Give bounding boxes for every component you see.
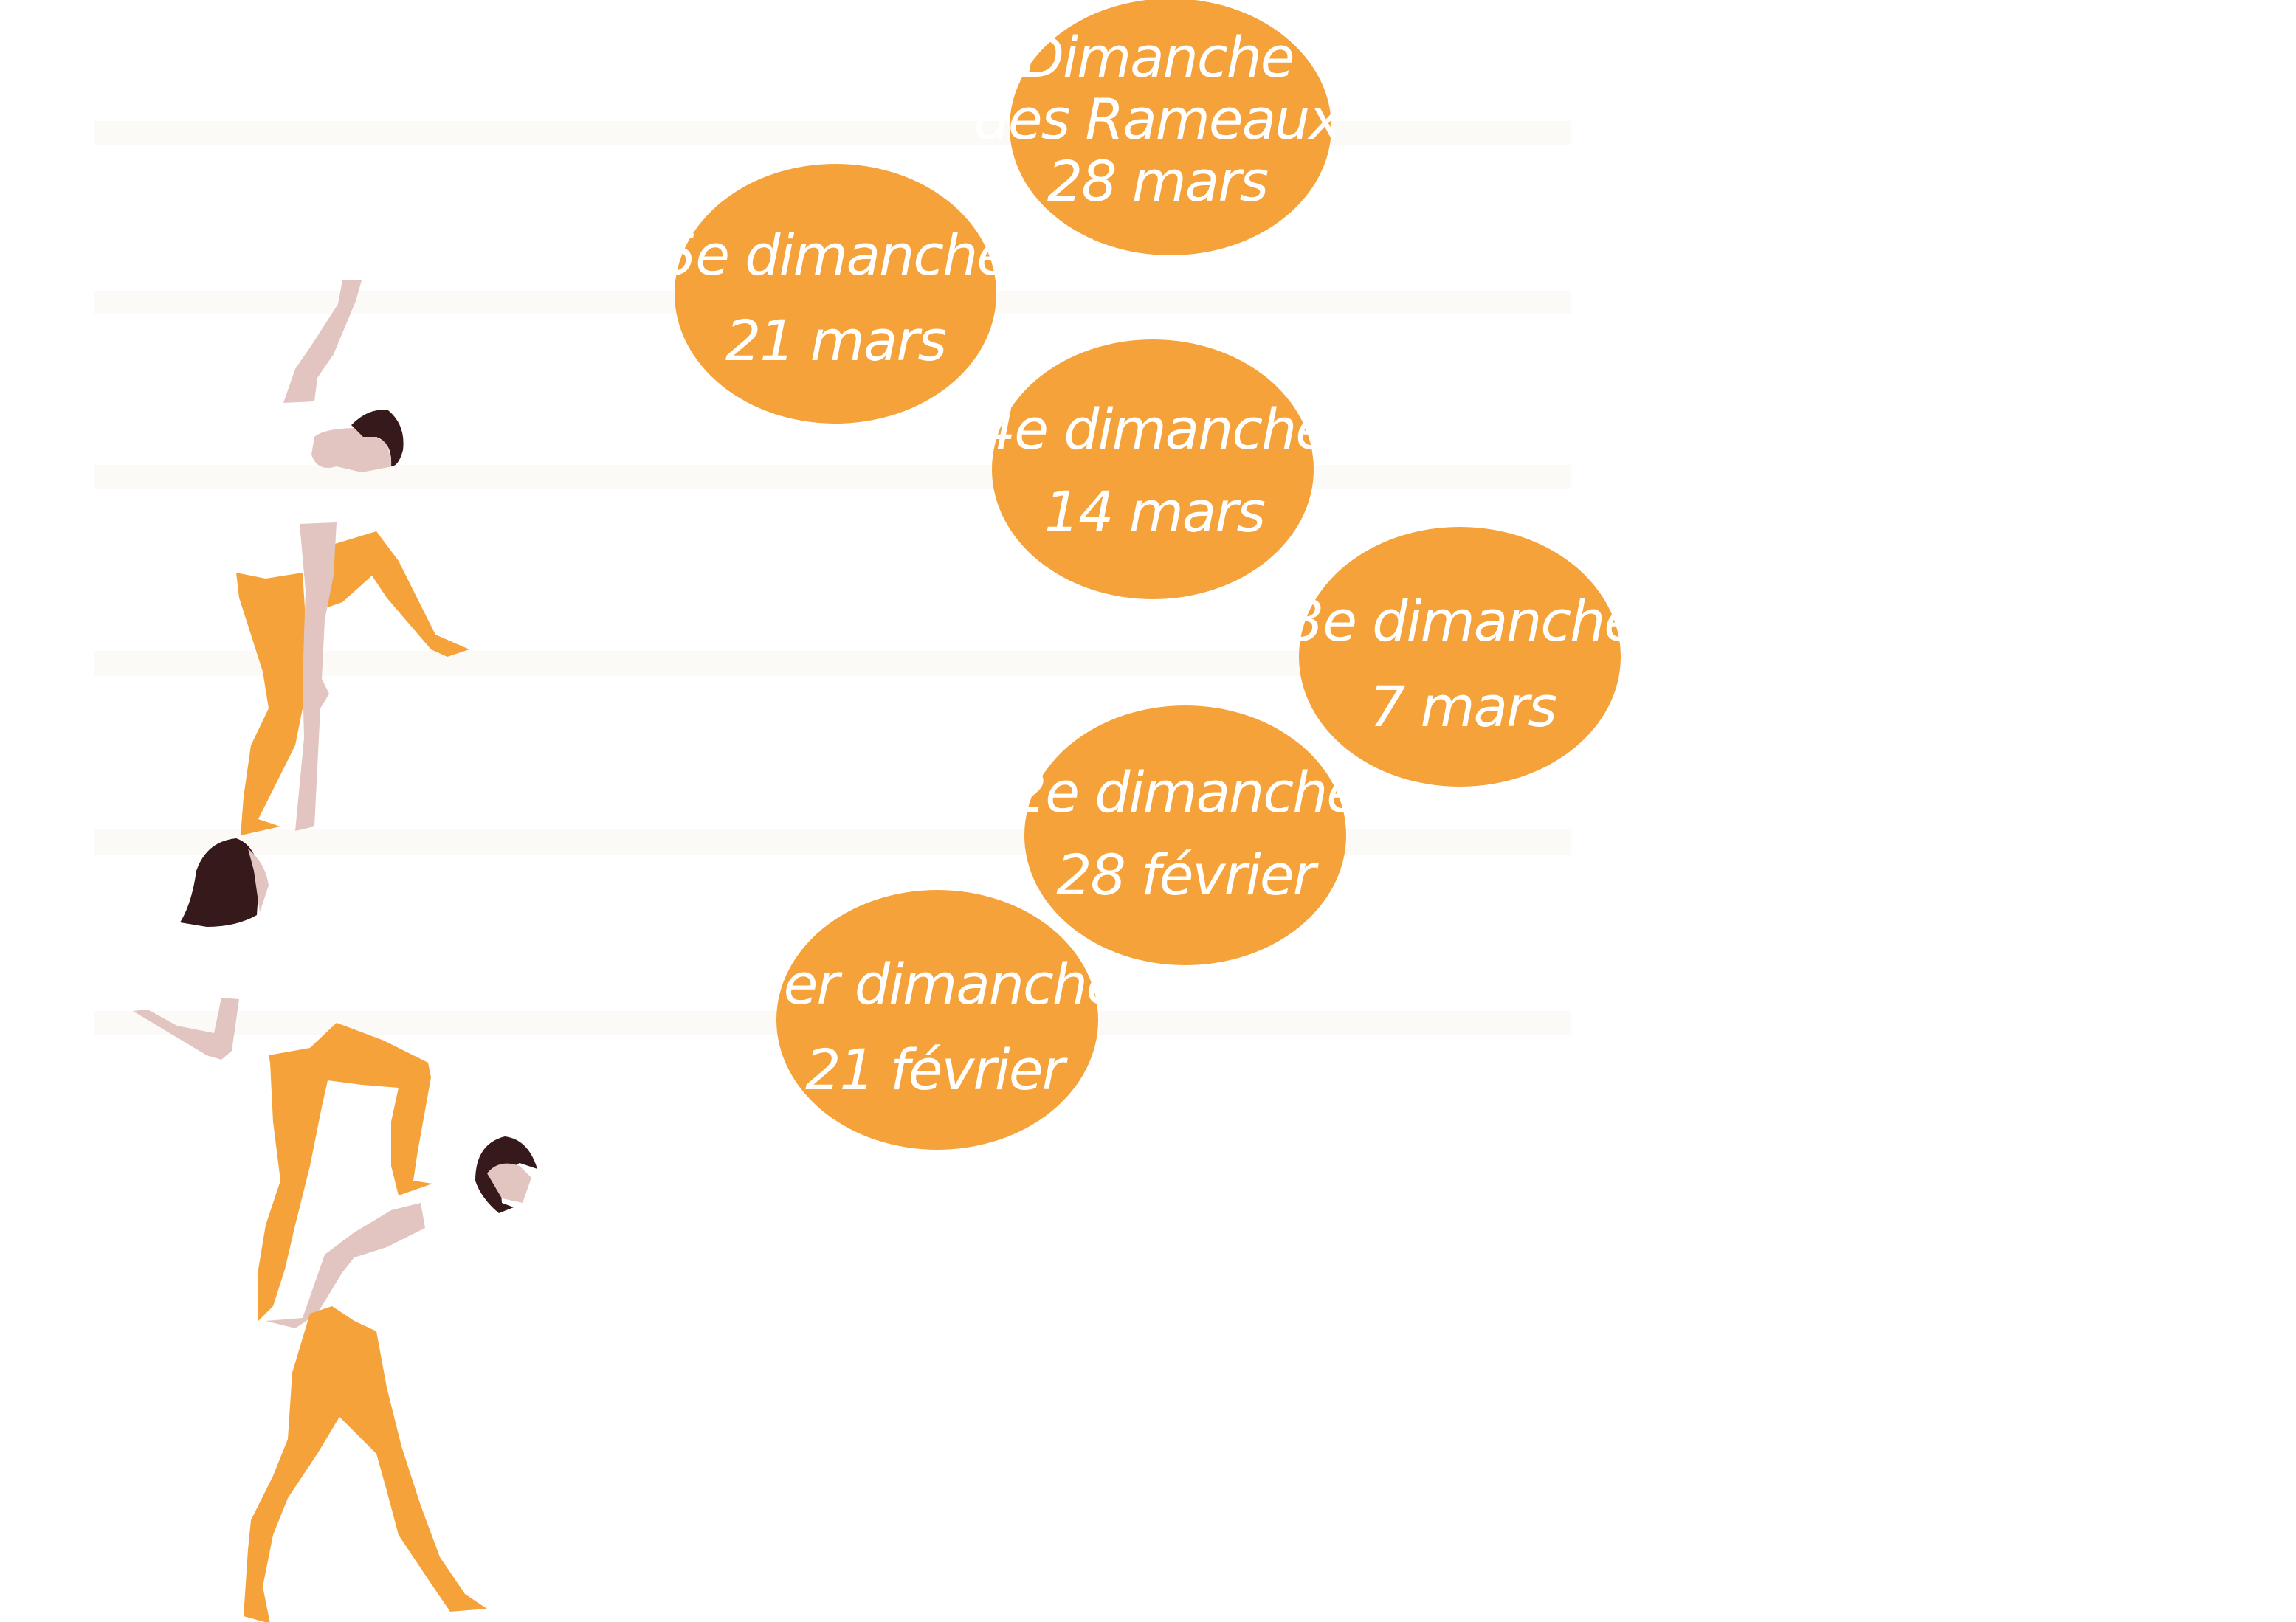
bubble-line: 2e dimanche [1011,759,1359,825]
bubble-4th-sunday: 4e dimanche 14 mars [980,339,1330,599]
bubble-line: 21 mars [725,308,946,373]
acrobats [133,280,537,1622]
legs [244,1306,487,1622]
bubble-line: 3e dimanche [1289,588,1637,654]
bubble-palm-sunday: Dimanche des Rameaux 28 mars [974,0,1344,255]
bubble-line: 28 mars [1047,148,1268,214]
top-acrobat [236,280,469,835]
bubble-line: 4e dimanche [980,396,1328,462]
bubble-line: 5e dimanche [661,222,1010,288]
bubble-line: Dimanche [1021,24,1293,90]
arms-back [266,1203,425,1328]
stripe [94,121,1571,145]
raised-leg [313,531,469,657]
bubble-line: 28 février [1056,842,1319,908]
standing-leg [236,573,306,835]
stripe [94,829,1571,855]
sunday-bubbles: Dimanche des Rameaux 28 mars 5e dimanche… [661,0,1638,1150]
bubble-5th-sunday: 5e dimanche 21 mars [661,164,1011,424]
hair [180,838,260,927]
face [248,849,269,912]
hair [351,410,404,466]
middle-acrobat [133,838,432,1321]
bubble-2nd-sunday: 2e dimanche 28 février [1011,705,1361,965]
bubble-1st-sunday: 1er dimanche 21 février [749,890,1121,1150]
face [487,1163,531,1203]
legs [258,1023,432,1321]
arm [133,998,239,1060]
bottom-acrobat [244,1136,537,1622]
bubble-3rd-sunday: 3e dimanche 7 mars [1289,527,1638,787]
stripe [94,465,1571,489]
supporting-arm [295,522,337,831]
bubble-line: 14 mars [1044,479,1265,545]
bubble-shape [1010,0,1331,255]
bubble-shape [992,339,1314,599]
bubble-line: 21 février [805,1037,1068,1102]
bubble-shape [675,164,996,424]
bubble-line: des Rameaux [974,86,1343,152]
bubble-shape [1024,705,1346,965]
bubble-shape [1299,527,1621,787]
raised-arm [283,280,362,403]
face [311,428,393,472]
bubble-line: 1er dimanche [749,951,1119,1017]
bubble-shape [776,890,1098,1150]
bubble-line: 7 mars [1370,674,1556,739]
